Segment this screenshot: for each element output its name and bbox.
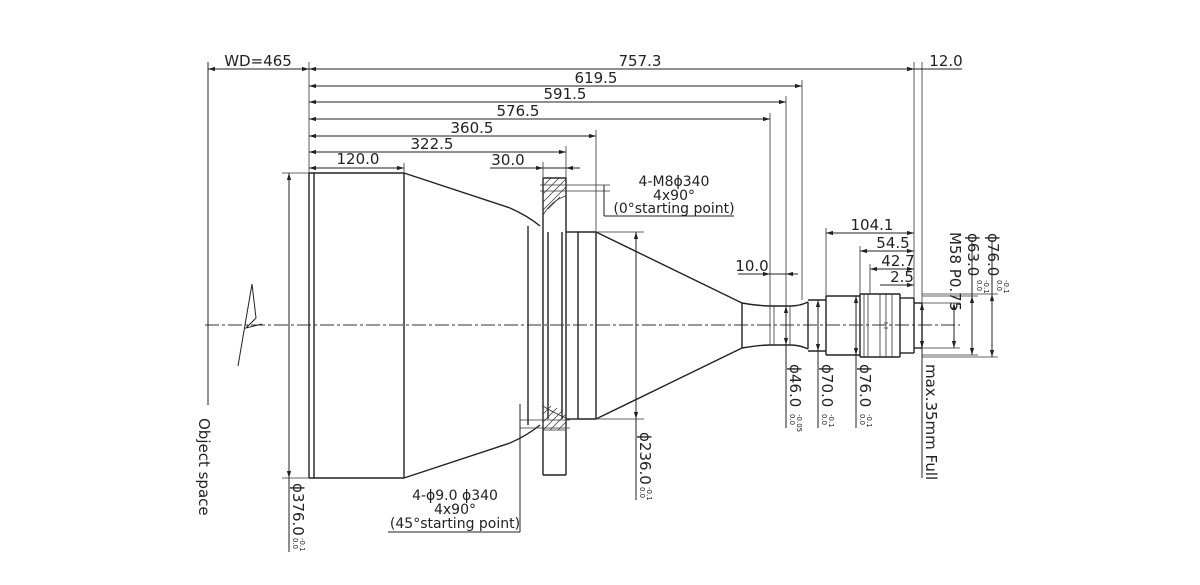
optical-axis xyxy=(205,62,960,405)
note-tap-line2: 4x90° xyxy=(653,188,695,204)
tol-d46-upper: 0.0 xyxy=(788,414,796,425)
dim-d70: ϕ70.0 xyxy=(818,364,836,407)
length-dimensions: WD=465 757.3 12.0 619.5 591.5 576.5 360.… xyxy=(208,52,963,306)
tol-d376-lower: -0.1 xyxy=(298,538,306,552)
tol-d76-lower-upper: 0.0 xyxy=(858,414,866,425)
tol-d76-upper-upper: 0.0 xyxy=(995,280,1003,291)
dim-mount-length: 12.0 xyxy=(929,52,962,70)
dim-d76-upper: ϕ76.0 xyxy=(984,233,1002,276)
dim-42: 42.7 xyxy=(881,252,914,270)
tol-d70-lower: -0.1 xyxy=(827,414,835,428)
tol-d63-upper: 0.0 xyxy=(975,280,983,291)
tol-d76-upper-lower: -0.1 xyxy=(1002,280,1010,294)
tol-d63-lower: -0.1 xyxy=(982,280,990,294)
dim-overall-length: 757.3 xyxy=(619,52,662,70)
lens-body xyxy=(308,172,923,479)
dim-groove: 10.0 xyxy=(735,257,768,275)
dim-d236: ϕ236.0 xyxy=(636,432,654,485)
diameter-dimensions: ϕ376.0 0.0 -0.1 ϕ236.0 0.0 -0.1 ϕ46.0 0.… xyxy=(282,172,1010,552)
dim-d63: ϕ63.0 xyxy=(964,233,982,276)
tol-d236-upper: 0.0 xyxy=(638,487,646,498)
dim-619: 619.5 xyxy=(575,69,618,87)
dim-d46: ϕ46.0 xyxy=(786,364,804,407)
dim-d76-lower: ϕ76.0 xyxy=(856,364,874,407)
dim-flange-width: 30.0 xyxy=(491,151,524,169)
callouts: 4-M8ϕ340 4x90° (0°starting point) 4-ϕ9.0… xyxy=(195,174,735,533)
tol-d46-lower: -0.05 xyxy=(795,414,803,432)
dim-591: 591.5 xyxy=(544,85,587,103)
wd-label: WD=465 xyxy=(224,52,292,70)
dim-576: 576.5 xyxy=(497,102,540,120)
dim-2: 2.5 xyxy=(890,268,914,286)
tol-d70-upper: 0.0 xyxy=(820,414,828,425)
note-tap-line3: (0°starting point) xyxy=(613,201,734,217)
dim-front-length: 120.0 xyxy=(337,150,380,168)
tol-d76-lower-lower: -0.1 xyxy=(865,414,873,428)
dim-d376: ϕ376.0 xyxy=(289,483,307,536)
dim-sensor: max.35mm Full xyxy=(922,364,940,480)
tol-d236-lower: -0.1 xyxy=(645,487,653,501)
note-hole-line3: (45°starting point) xyxy=(390,516,520,532)
dim-322: 322.5 xyxy=(411,135,454,153)
note-hole-line2: 4x90° xyxy=(434,502,476,518)
dim-104: 104.1 xyxy=(851,216,894,234)
tol-d376-upper: 0.0 xyxy=(291,538,299,549)
note-tap-line1: 4-M8ϕ340 xyxy=(639,174,710,190)
object-space-label: Object space xyxy=(195,418,213,516)
note-hole-line1: 4-ϕ9.0 ϕ340 xyxy=(412,488,498,504)
dim-54: 54.5 xyxy=(876,234,909,252)
dim-thread: M58 P0.75 xyxy=(946,232,964,311)
dim-360: 360.5 xyxy=(451,119,494,137)
flange-hatching xyxy=(542,177,567,431)
